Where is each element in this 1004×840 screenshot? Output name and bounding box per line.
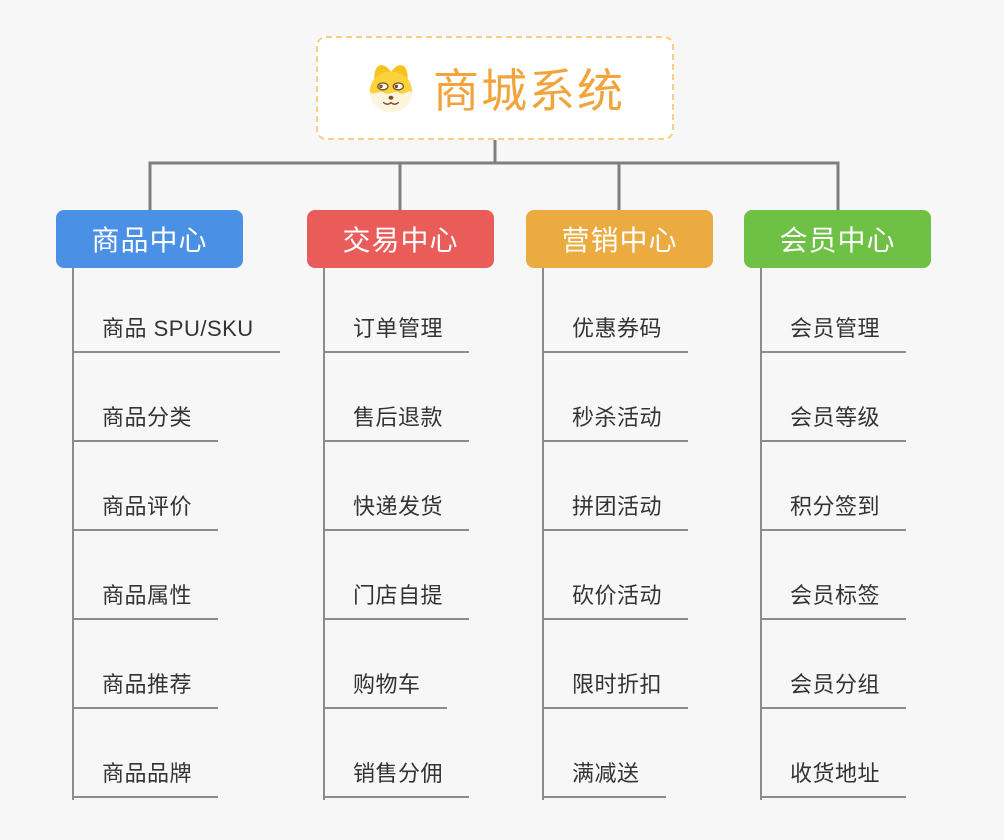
tree-item[interactable]: 购物车 xyxy=(323,669,447,709)
branch-column-1: 商品中心 商品 SPU/SKU 商品分类商品评价商品属性商品推荐商品品牌 xyxy=(56,210,280,810)
tree-item[interactable]: 快递发货 xyxy=(323,491,470,531)
branch-column-3: 营销中心 优惠券码秒杀活动拼团活动砍价活动限时折扣满减送 xyxy=(526,210,713,810)
branch-label: 营销中心 xyxy=(561,225,678,256)
tree-item[interactable]: 限时折扣 xyxy=(542,669,689,709)
tree-item[interactable]: 拼团活动 xyxy=(542,491,689,531)
branch-label: 商品中心 xyxy=(91,225,208,256)
tree-item[interactable]: 订单管理 xyxy=(323,313,470,353)
doge-icon xyxy=(369,65,413,113)
tree-item[interactable]: 满减送 xyxy=(542,758,666,798)
tree-item[interactable]: 商品推荐 xyxy=(72,669,219,709)
branch-column-4: 会员中心 会员管理会员等级积分签到会员标签会员分组收货地址 xyxy=(744,210,931,810)
branch-header[interactable]: 商品中心 xyxy=(56,210,243,268)
branch-label: 会员中心 xyxy=(779,225,896,256)
tree-item[interactable]: 砍价活动 xyxy=(542,580,689,620)
tree-item[interactable]: 售后退款 xyxy=(323,402,470,442)
branch-label: 交易中心 xyxy=(342,225,459,256)
tree-item[interactable]: 商品评价 xyxy=(72,491,219,531)
tree-item[interactable]: 商品品牌 xyxy=(72,758,219,798)
branch-header[interactable]: 营销中心 xyxy=(526,210,713,268)
tree-item[interactable]: 会员分组 xyxy=(760,669,907,709)
tree-item[interactable]: 商品属性 xyxy=(72,580,219,620)
branch-tree-line xyxy=(72,268,74,800)
branch-header[interactable]: 会员中心 xyxy=(744,210,931,268)
tree-item[interactable]: 优惠券码 xyxy=(542,313,689,353)
branch-tree-line xyxy=(323,268,325,800)
branch-tree-line xyxy=(760,268,762,800)
tree-item[interactable]: 会员等级 xyxy=(760,402,907,442)
tree-item[interactable]: 收货地址 xyxy=(760,758,907,798)
tree-item[interactable]: 会员标签 xyxy=(760,580,907,620)
root-title: 商城系统 xyxy=(433,65,625,117)
tree-item[interactable]: 销售分佣 xyxy=(323,758,470,798)
tree-item[interactable]: 商品 SPU/SKU xyxy=(72,313,280,353)
branch-column-2: 交易中心 订单管理售后退款快递发货门店自提购物车销售分佣 xyxy=(307,210,494,810)
branch-tree-line xyxy=(542,268,544,800)
root-node[interactable]: 商城系统 xyxy=(316,36,674,140)
tree-item[interactable]: 商品分类 xyxy=(72,402,219,442)
tree-item[interactable]: 秒杀活动 xyxy=(542,402,689,442)
branch-header[interactable]: 交易中心 xyxy=(307,210,494,268)
tree-item[interactable]: 积分签到 xyxy=(760,491,907,531)
tree-item[interactable]: 门店自提 xyxy=(323,580,470,620)
tree-item[interactable]: 会员管理 xyxy=(760,313,907,353)
